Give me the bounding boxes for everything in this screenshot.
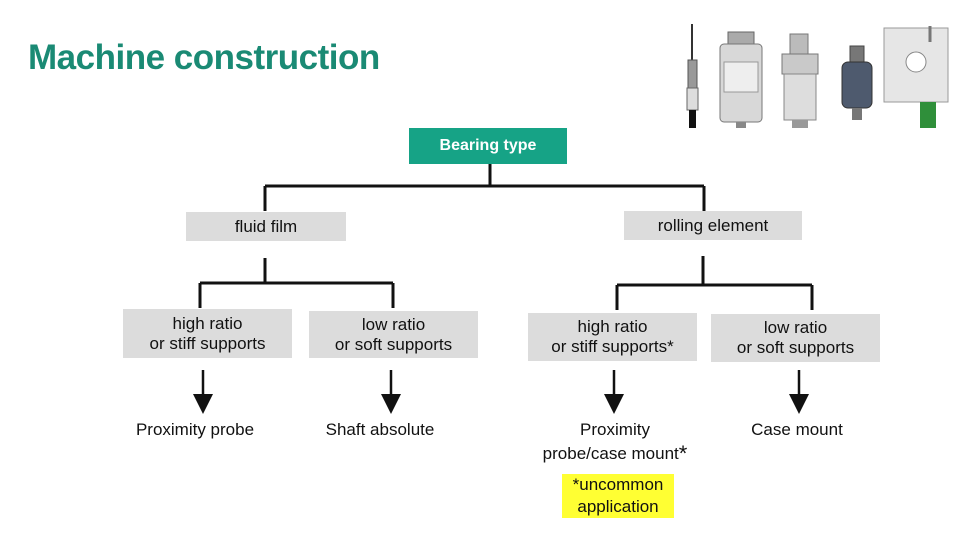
shaft-absolute-result: Shaft absolute [325, 420, 435, 439]
case-mount-result: Case mount [751, 420, 843, 439]
bearing-type-node: Bearing type [409, 128, 567, 164]
proximity-case-mount-result: Proximity probe/case mount* [520, 418, 710, 466]
rolling-low-ratio-line2: or soft supports [736, 338, 855, 357]
note-line2: application [577, 497, 659, 516]
proximity-case-mount-line2: probe/case mount [542, 444, 679, 463]
proximity-probe-result: Proximity probe [135, 420, 255, 439]
rolling-high-ratio-line1: high ratio [577, 317, 648, 336]
sensor-images [686, 24, 949, 128]
rolling-low-ratio-line1: low ratio [763, 318, 828, 337]
proximity-case-mount-line1: Proximity [580, 420, 650, 439]
bearing-type-label: Bearing type [439, 137, 537, 154]
fluid-film-label: fluid film [234, 216, 298, 236]
compact-accelerometer-icon [841, 45, 873, 120]
fluid-low-ratio-line2: or soft supports [334, 334, 453, 354]
fluid-high-ratio-line2: or stiff supports [149, 333, 266, 353]
fluid-low-ratio-line1: low ratio [361, 314, 426, 334]
uncommon-asterisk: * [678, 441, 688, 466]
rolling-high-ratio-node: high ratio or stiff supports* [528, 313, 697, 361]
fluid-low-ratio-node: low ratio or soft supports [309, 311, 478, 358]
junction-box-icon [883, 26, 949, 128]
proximity-case-mount-line2-wrap: probe/case mount* [520, 442, 710, 466]
fluid-high-ratio-line1: high ratio [172, 313, 243, 333]
rolling-element-label: rolling element [657, 215, 769, 235]
velocity-sensor-icon [719, 31, 763, 128]
rolling-high-ratio-line2: or stiff supports* [551, 337, 674, 356]
rolling-low-ratio-node: low ratio or soft supports [711, 314, 880, 362]
note-line1: *uncommon [572, 475, 664, 494]
rolling-element-node: rolling element [624, 211, 802, 240]
accelerometer-icon [781, 33, 819, 128]
proximity-probe-icon [686, 24, 699, 128]
slide-title: Machine construction [28, 38, 380, 77]
fluid-high-ratio-node: high ratio or stiff supports [123, 309, 292, 358]
uncommon-application-note: *uncommon application [562, 474, 674, 518]
fluid-film-node: fluid film [186, 212, 346, 241]
